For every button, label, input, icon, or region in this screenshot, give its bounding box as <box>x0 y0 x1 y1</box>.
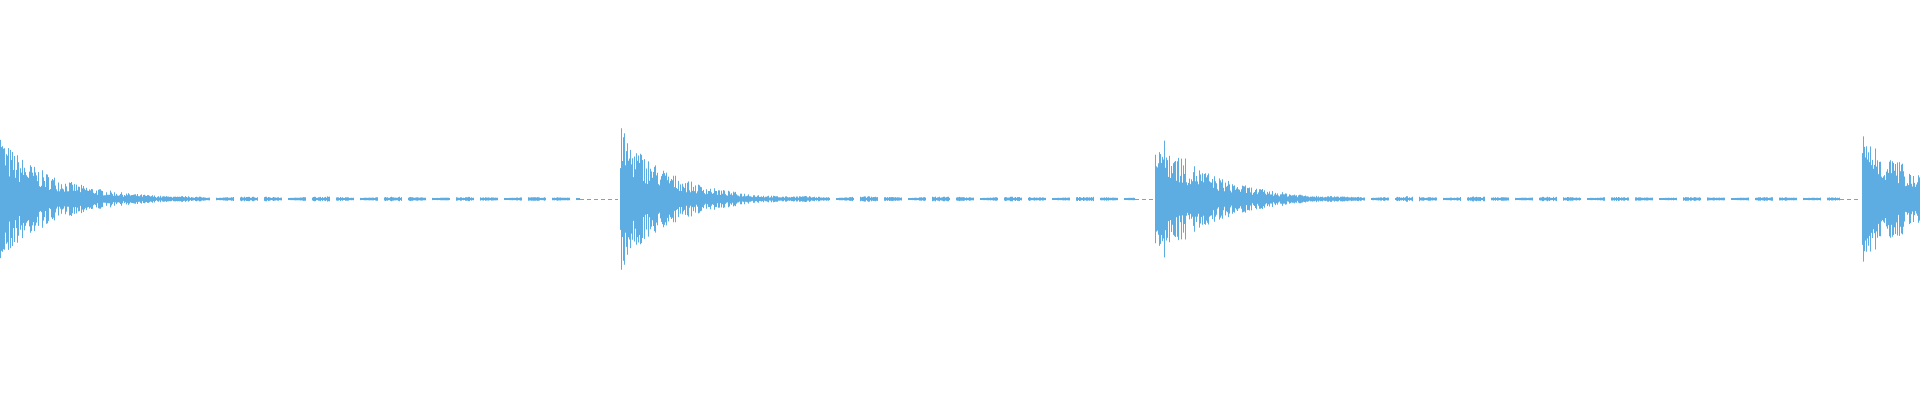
waveform-burst-4 <box>1862 136 1920 262</box>
waveform-bursts <box>0 128 1920 270</box>
waveform-burst-2 <box>620 128 1135 270</box>
waveform-burst-3 <box>1155 140 1840 258</box>
waveform-burst-1 <box>0 139 580 259</box>
